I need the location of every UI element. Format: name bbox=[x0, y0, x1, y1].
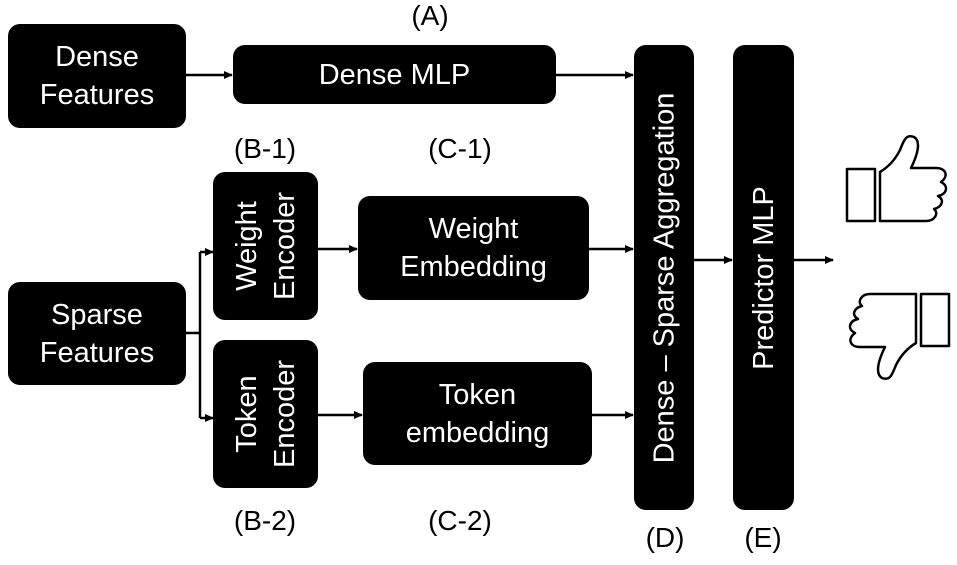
label-d: (D) bbox=[645, 522, 685, 553]
weight-encoder-box: Weight Encoder bbox=[213, 172, 318, 320]
token-embedding-box: Token embedding bbox=[363, 362, 592, 465]
aggregation-box: Dense – Sparse Aggregation bbox=[634, 45, 694, 510]
token-encoder-box: Token Encoder bbox=[213, 340, 318, 488]
predictor-mlp-box: Predictor MLP bbox=[733, 45, 794, 510]
label-a: (A) bbox=[411, 0, 449, 31]
label-e: (E) bbox=[744, 522, 782, 553]
label-b1: (B-1) bbox=[233, 133, 297, 164]
label-b2: (B-2) bbox=[233, 505, 297, 536]
weight-encoder-label: Weight Encoder bbox=[230, 191, 301, 301]
aggregation-label: Dense – Sparse Aggregation bbox=[648, 92, 680, 463]
dense-features-box: Dense Features bbox=[8, 24, 186, 128]
arrow-sparse-fork bbox=[186, 252, 202, 418]
label-c1: (C-1) bbox=[428, 133, 492, 164]
dense-mlp-box: Dense MLP bbox=[233, 45, 556, 104]
weight-embedding-box: Weight Embedding bbox=[358, 196, 589, 300]
thumbs-down-icon bbox=[848, 292, 951, 380]
label-c2: (C-2) bbox=[428, 505, 492, 536]
predictor-mlp-label: Predictor MLP bbox=[747, 185, 780, 370]
sparse-features-box: Sparse Features bbox=[8, 282, 186, 385]
thumbs-up-icon bbox=[845, 135, 948, 223]
token-encoder-label: Token Encoder bbox=[230, 359, 301, 469]
